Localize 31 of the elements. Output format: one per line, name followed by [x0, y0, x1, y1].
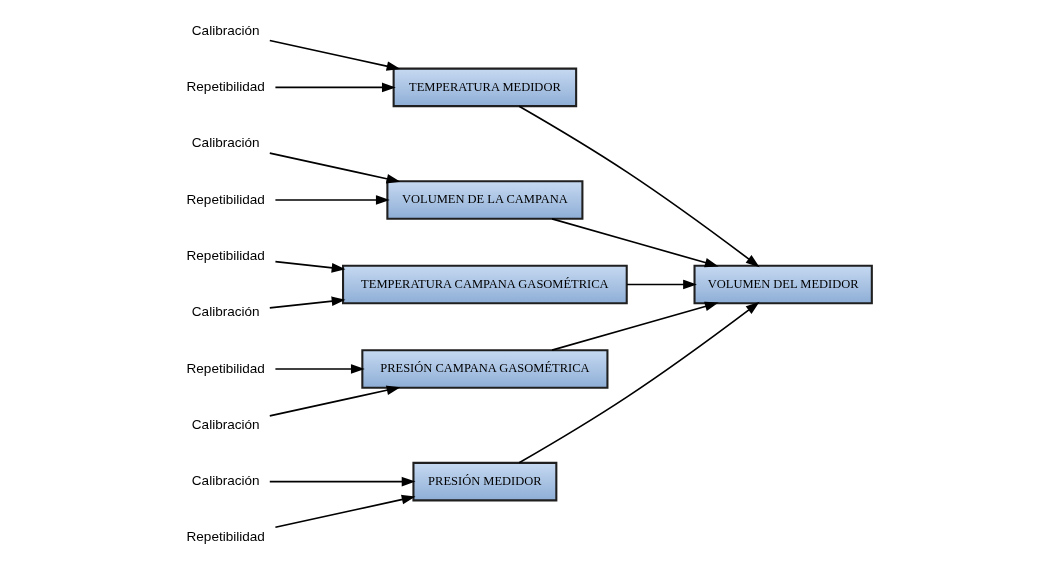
- node-text: Repetibilidad: [186, 191, 265, 207]
- node-box: VOLUMEN DE LA CAMPANA: [385, 180, 583, 220]
- arrow: [517, 301, 760, 464]
- node-text: Calibración: [191, 22, 260, 38]
- arrow: [268, 385, 400, 417]
- arrow: [274, 195, 390, 205]
- arrow: [274, 494, 415, 529]
- node-text: Repetibilidad: [186, 247, 265, 263]
- node-text: Repetibilidad: [186, 529, 265, 545]
- node-text: Calibración: [191, 304, 260, 320]
- arrow: [268, 39, 400, 71]
- arrow: [550, 218, 719, 268]
- arrow: [625, 279, 697, 290]
- node-box: TEMPERATURA CAMPANA GASOMÉTRICA: [341, 264, 628, 305]
- node-text: Repetibilidad: [186, 78, 265, 94]
- arrow: [274, 364, 365, 374]
- node-box: PRESIÓN CAMPANA GASOMÉTRICA: [360, 349, 608, 389]
- arrow: [268, 296, 345, 309]
- arrow: [517, 105, 760, 268]
- arrow: [268, 476, 415, 487]
- node-box: PRESIÓN MEDIDOR: [411, 461, 557, 502]
- arrow: [274, 82, 396, 93]
- node-text: Calibración: [191, 135, 260, 151]
- arrow: [268, 152, 400, 184]
- node-box: VOLUMEN DEL MEDIDOR: [692, 264, 873, 305]
- arrow: [274, 260, 345, 273]
- node-box: TEMPERATURA MEDIDOR: [392, 67, 577, 108]
- node-text: Calibración: [191, 416, 260, 432]
- node-text: Repetibilidad: [186, 360, 265, 376]
- node-text: Calibración: [191, 473, 260, 489]
- arrow: [550, 301, 719, 351]
